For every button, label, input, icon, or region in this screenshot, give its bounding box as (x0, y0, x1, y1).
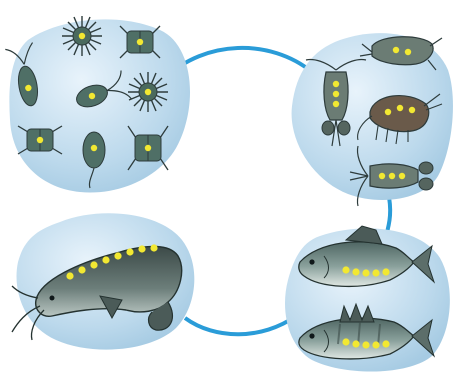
spiky-algae-icon (62, 16, 102, 56)
spiky-algae-icon (128, 72, 168, 112)
arrow-smallfish-to-predator (185, 316, 296, 334)
blob-plankton (9, 19, 190, 192)
